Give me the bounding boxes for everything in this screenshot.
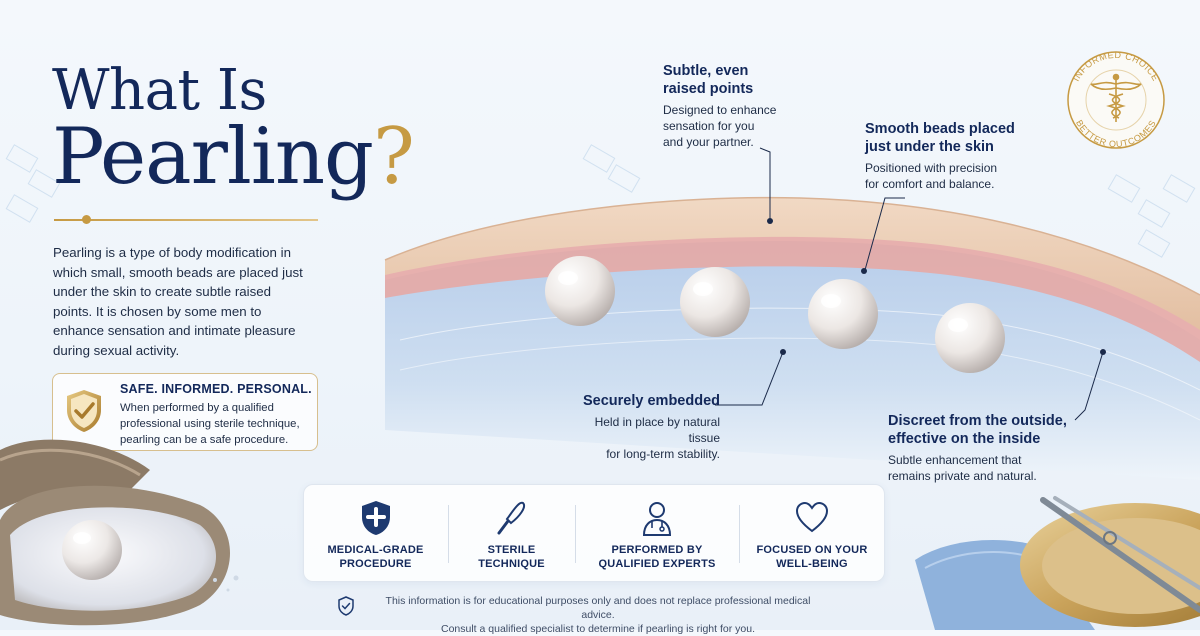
instrument-tray-illustration xyxy=(915,496,1200,630)
callout-embedded-text-line1: Held in place by natural tissue xyxy=(594,415,720,445)
callout-smooth-beads-title-line1: Smooth beads placed xyxy=(865,121,1015,137)
feature-divider xyxy=(448,505,449,563)
scalpel-icon xyxy=(497,501,525,535)
intro-paragraph: Pearling is a type of body modification … xyxy=(53,245,303,358)
callout-discreet-text-line1: Subtle enhancement that xyxy=(888,453,1022,467)
bead-3 xyxy=(808,279,878,349)
callout-raised-points: Subtle, even raised points Designed to e… xyxy=(663,62,776,150)
callout-embedded-title: Securely embedded xyxy=(583,393,720,409)
callout-smooth-beads-title-line2: just under the skin xyxy=(865,139,994,155)
callout-raised-points-title-line1: Subtle, even xyxy=(663,63,749,79)
bead-2 xyxy=(680,267,750,337)
disclaimer-line1: This information is for educational purp… xyxy=(385,595,811,621)
title-divider-dot xyxy=(82,215,91,224)
safety-title: SAFE. INFORMED. PERSONAL. xyxy=(120,382,312,396)
callout-discreet-text-line2: remains private and natural. xyxy=(888,469,1037,483)
page-title-word: Pearling xyxy=(52,112,374,202)
feature-sterile-line2: TECHNIQUE xyxy=(478,558,545,570)
shield-check-icon xyxy=(67,390,101,432)
callout-smooth-beads-text-line2: for comfort and balance. xyxy=(865,177,995,191)
callout-discreet: Discreet from the outside, effective on … xyxy=(888,412,1067,484)
oyster-pearl-illustration xyxy=(0,439,239,626)
safety-text: When performed by a qualified profession… xyxy=(120,402,300,446)
bead-1 xyxy=(545,256,615,326)
feature-well-being-line2: WELL-BEING xyxy=(776,558,848,570)
skin-cross-section-diagram xyxy=(384,196,1200,480)
feature-well-being: FOCUSED ON YOUR WELL-BEING xyxy=(740,485,884,581)
feature-divider xyxy=(575,505,576,563)
feature-qualified-experts: PERFORMED BY QUALIFIED EXPERTS xyxy=(576,485,738,581)
caduceus-icon xyxy=(1090,73,1142,122)
feature-medical-grade-line2: PROCEDURE xyxy=(339,558,412,570)
feature-sterile-line1: STERILE xyxy=(487,544,536,556)
callout-smooth-beads-text-line1: Positioned with precision xyxy=(865,161,998,175)
page-title-question-mark: ? xyxy=(373,112,415,202)
feature-sterile: STERILE TECHNIQUE xyxy=(449,485,574,581)
shield-check-icon xyxy=(338,596,354,616)
feature-qualified-experts-line2: QUALIFIED EXPERTS xyxy=(598,558,716,570)
feature-bar: MEDICAL-GRADE PROCEDURE STERILE TECHNIQU… xyxy=(303,484,885,582)
callout-raised-points-text-line1: Designed to enhance xyxy=(663,103,777,117)
informed-choice-seal: INFORMED CHOICE BETTER OUTCOMES xyxy=(1067,50,1165,149)
bead-4 xyxy=(935,303,1005,373)
feature-medical-grade-line1: MEDICAL-GRADE xyxy=(327,544,424,556)
feature-well-being-line1: FOCUSED ON YOUR xyxy=(756,544,868,556)
doctor-icon xyxy=(642,502,672,536)
medical-shield-icon xyxy=(361,501,390,535)
feature-divider xyxy=(739,505,740,563)
page-title-line2: Pearling? xyxy=(52,112,415,202)
callout-discreet-title-line1: Discreet from the outside, xyxy=(888,413,1067,429)
callout-raised-points-text-line2: sensation for you xyxy=(663,119,755,133)
title-divider xyxy=(54,219,318,221)
callout-embedded: Securely embedded Held in place by natur… xyxy=(560,392,720,462)
feature-qualified-experts-line1: PERFORMED BY xyxy=(611,544,703,556)
feature-medical-grade: MEDICAL-GRADE PROCEDURE xyxy=(304,485,447,581)
callout-raised-points-text-line3: and your partner. xyxy=(663,135,754,149)
callout-discreet-title-line2: effective on the inside xyxy=(888,431,1041,447)
callout-embedded-text-line2: for long-term stability. xyxy=(606,447,720,461)
callout-smooth-beads: Smooth beads placed just under the skin … xyxy=(865,120,1015,192)
page-title-line1: What Is xyxy=(52,58,267,123)
heart-icon xyxy=(795,501,829,533)
callout-raised-points-title-line2: raised points xyxy=(663,81,754,97)
disclaimer-line2: Consult a qualified specialist to determ… xyxy=(441,623,755,635)
